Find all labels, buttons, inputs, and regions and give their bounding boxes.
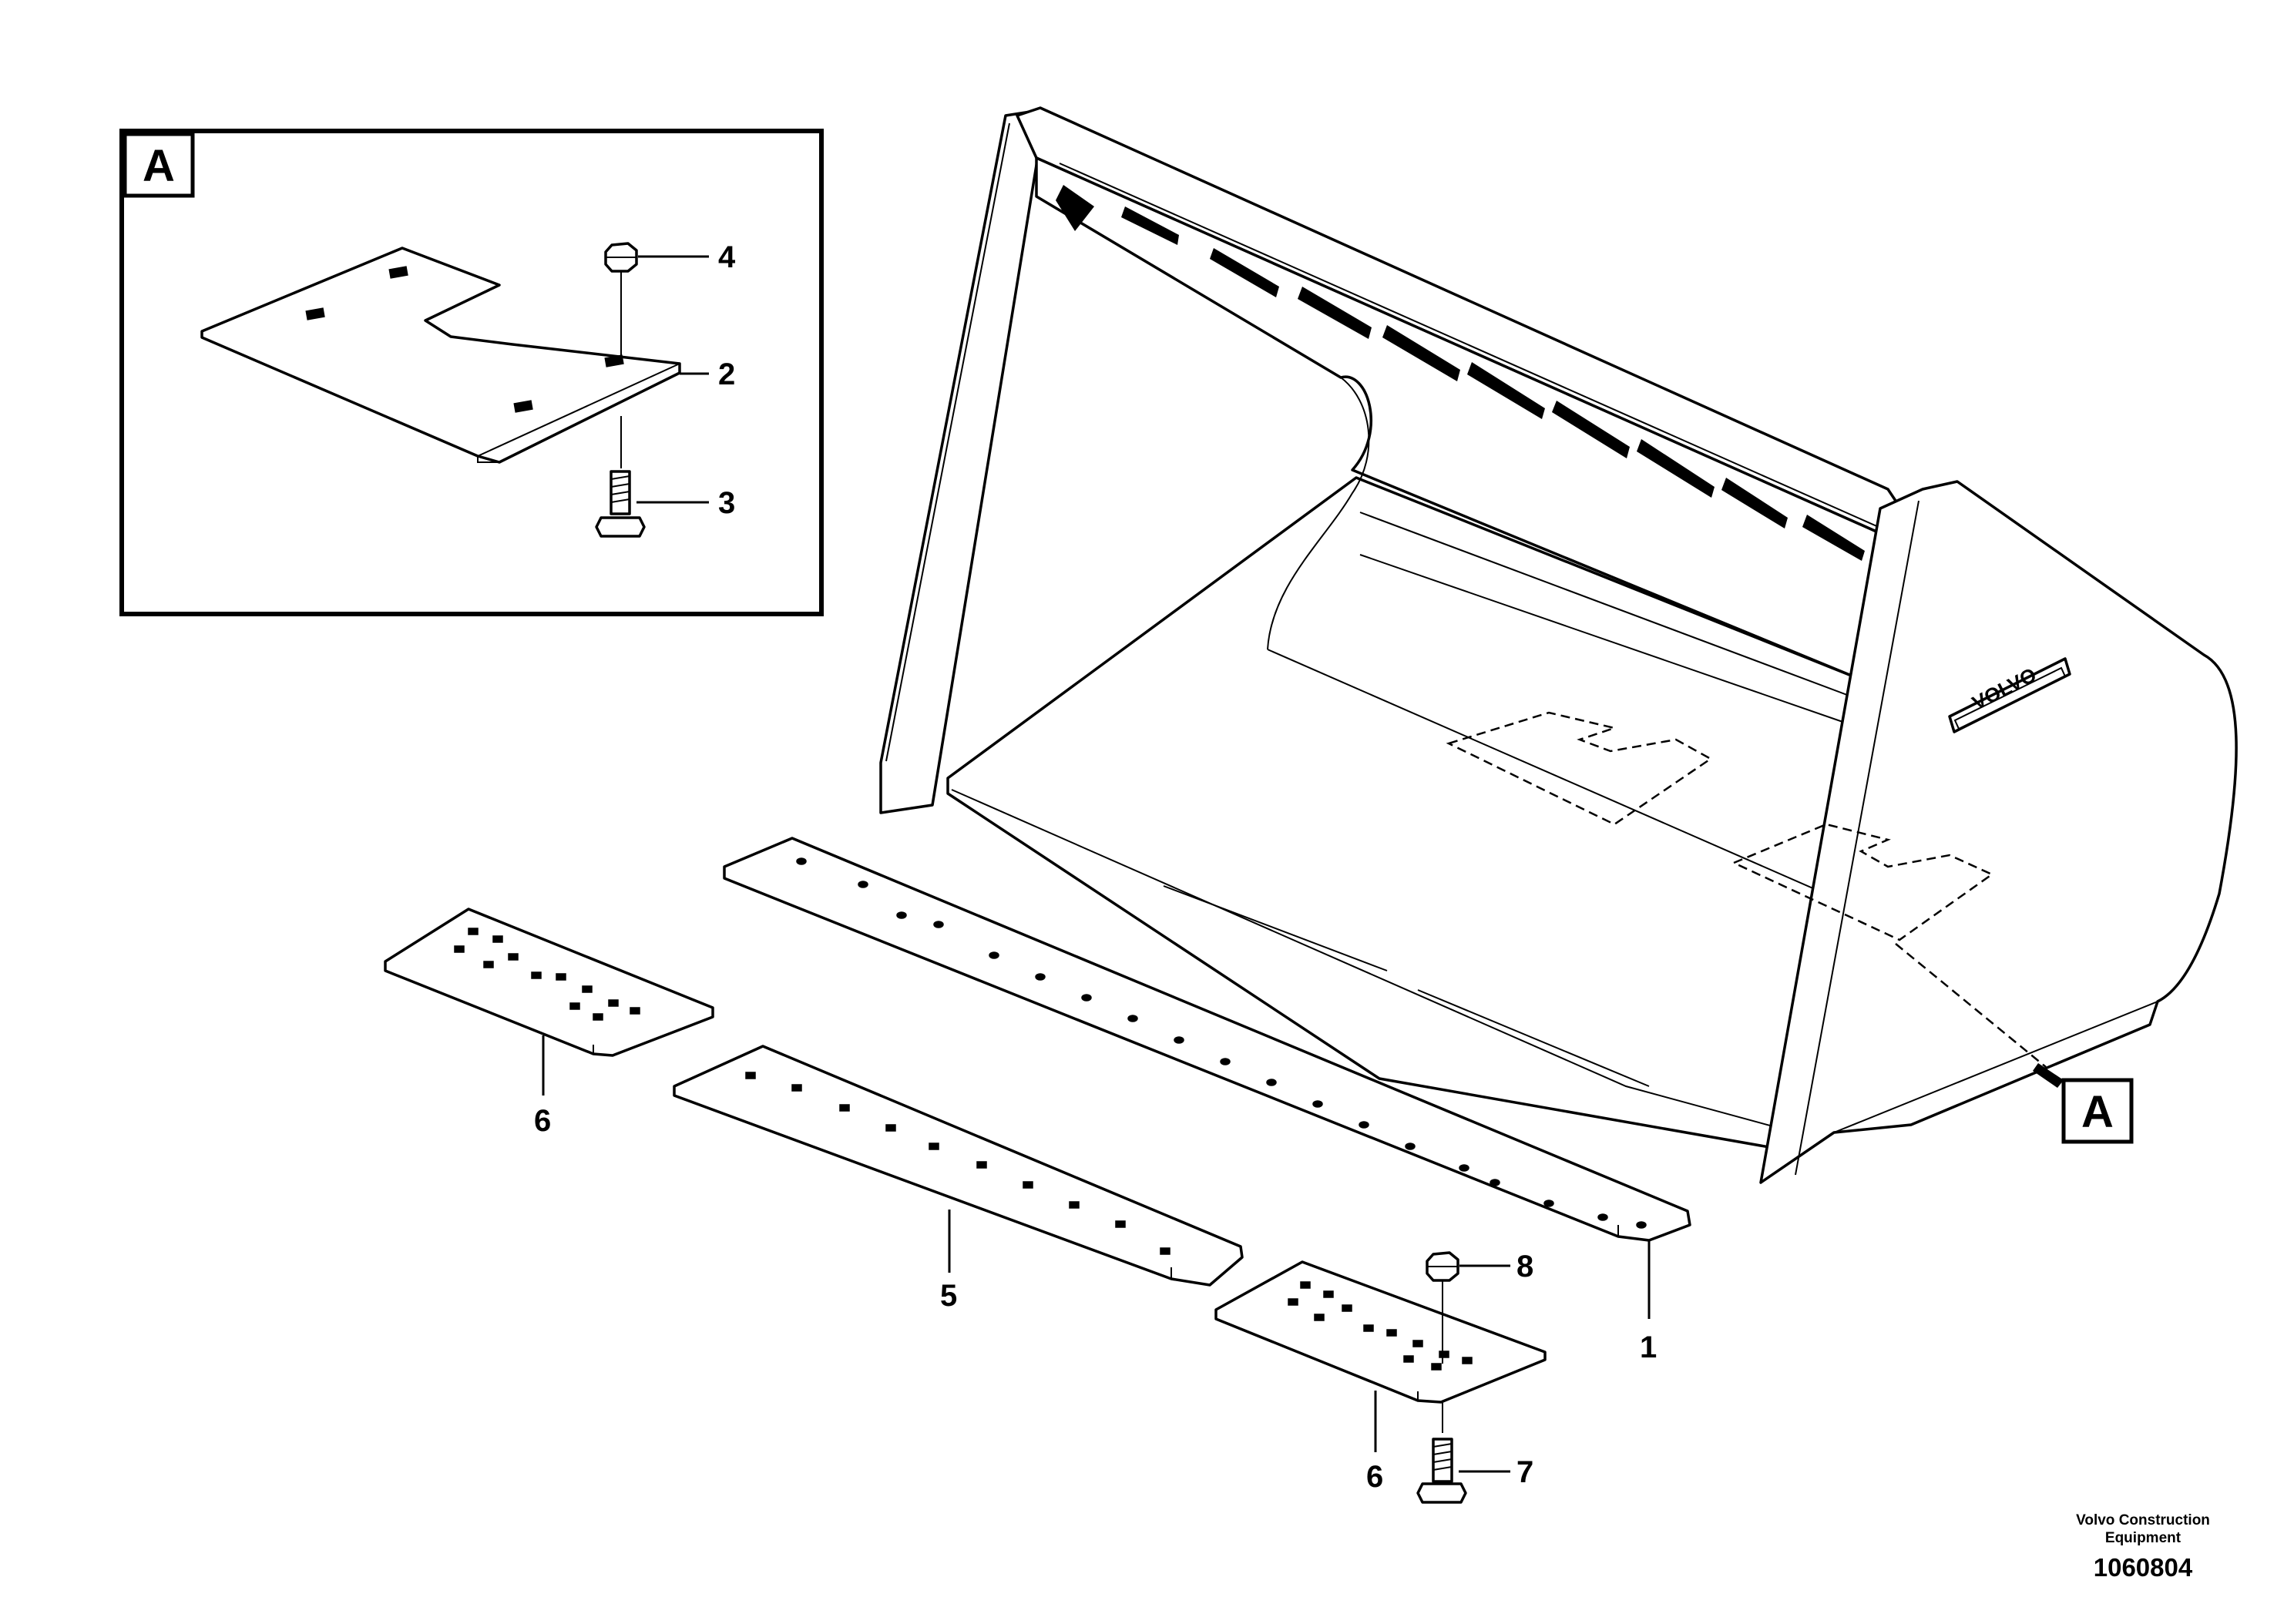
edge-segment-holes [745, 1072, 1171, 1255]
top-slots [1056, 185, 1865, 561]
detail-view-a: A 4 2 3 [119, 129, 824, 616]
detail-pointer-tip [2033, 1063, 2064, 1088]
company-name: Volvo Construction Equipment [2076, 1512, 2210, 1546]
dashed-plate-2 [1731, 823, 1994, 941]
wear-plate-left: 6 [384, 908, 714, 1138]
detail-label-box [123, 132, 195, 198]
cutting-edge: 1 [723, 837, 1691, 1364]
cutting-edge-holes [796, 857, 1647, 1229]
bucket-left-side [879, 109, 1044, 814]
callout-4: 4 [718, 240, 736, 274]
callout-5: 5 [940, 1279, 957, 1313]
callout-3: 3 [718, 486, 735, 520]
bucket-right-side [1759, 480, 2238, 1184]
edge-segment: 5 [673, 1045, 1244, 1313]
detail-pointer [1895, 943, 2047, 1068]
detail-label: A [143, 141, 175, 191]
dashed-plate-1 [1446, 711, 1713, 826]
wear-plate-detail [200, 247, 681, 464]
wear-plate-left-holes [454, 928, 640, 1021]
callout-2: 2 [718, 357, 735, 391]
callout-7: 7 [1516, 1455, 1533, 1489]
detail-flag-box [2061, 1078, 2134, 1144]
bolt-detail [595, 470, 646, 538]
bucket: VOLVO A [879, 106, 2238, 1184]
nut-detail [604, 242, 638, 273]
wear-plate-right-holes [1288, 1281, 1473, 1371]
drawing-number: 1060804 [2093, 1553, 2193, 1582]
callout-1: 1 [1640, 1330, 1657, 1364]
callout-6-left: 6 [534, 1104, 551, 1138]
callout-8: 8 [1516, 1250, 1533, 1283]
footer-block: Volvo Construction Equipment 1060804 [2058, 1512, 2228, 1582]
wear-plate-right: 6 [1214, 1260, 1547, 1494]
bolt-7 [1416, 1438, 1467, 1504]
detail-flag: A [2081, 1087, 2114, 1137]
callout-6-right: 6 [1366, 1460, 1383, 1494]
nut-8 [1426, 1251, 1459, 1282]
